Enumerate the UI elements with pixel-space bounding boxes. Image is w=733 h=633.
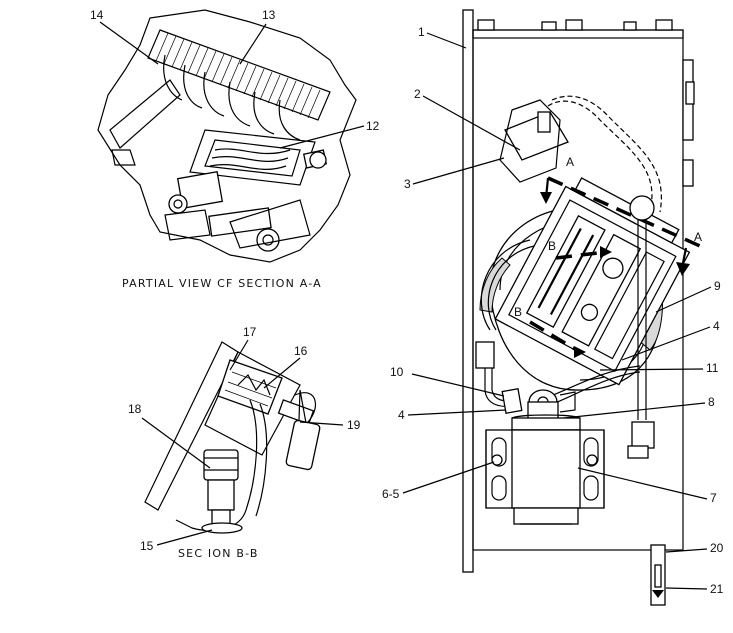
callout-18: 18 [128, 402, 211, 469]
callout-16-label: 16 [294, 344, 308, 358]
section-mark-a-left: A [566, 155, 574, 169]
callout-14: 14 [90, 8, 159, 65]
callout-3: 3 [404, 157, 505, 191]
section-bb-view [144, 341, 321, 534]
partial-view-section-aa [97, 9, 357, 263]
callout-4-left: 4 [398, 408, 507, 422]
callout-17-label: 17 [243, 325, 257, 339]
callout-13-label: 13 [262, 8, 276, 22]
callout-14-label: 14 [90, 8, 104, 22]
callout-21: 21 [665, 582, 724, 596]
callout-1: 1 [418, 25, 467, 49]
callout-12: 12 [279, 119, 380, 149]
callout-9-label: 9 [714, 279, 721, 293]
main-assembly-view [462, 9, 701, 606]
callout-4-right-label: 4 [713, 319, 720, 333]
callout-3-label: 3 [404, 177, 411, 191]
callout-15-label: 15 [140, 539, 154, 553]
section-line-aa [547, 176, 701, 248]
callout-2-label: 2 [414, 87, 421, 101]
callout-8: 8 [563, 395, 715, 419]
callout-20-label: 20 [710, 541, 724, 555]
section-line-bb-2 [529, 320, 581, 354]
callout-11: 11 [599, 361, 719, 375]
callout-2: 2 [414, 87, 521, 151]
callout-9: 9 [655, 279, 721, 313]
callout-10-label: 10 [390, 365, 404, 379]
callout-19-label: 19 [347, 418, 361, 432]
callout-4-left-label: 4 [398, 408, 405, 422]
section-mark-a-right: A [694, 230, 702, 244]
callout-10: 10 [390, 365, 505, 397]
mounting-flange [462, 9, 474, 573]
caption-section-aa: PARTIAL VIEW CF SECTION A-A [122, 277, 322, 290]
fin-stack [147, 29, 331, 141]
callout-17: 17 [229, 325, 257, 371]
section-line-bb [555, 250, 607, 260]
callout-20: 20 [665, 541, 724, 555]
callout-19: 19 [299, 418, 361, 432]
callout-8-label: 8 [708, 395, 715, 409]
caption-section-bb: SEC ION B-B [178, 547, 259, 560]
section-mark-b-top: B [548, 239, 556, 253]
callout-7-label: 7 [710, 491, 717, 505]
callout-12-label: 12 [366, 119, 380, 133]
callout-16: 16 [263, 344, 308, 389]
callout-4-right: 4 [621, 319, 720, 361]
callout-7: 7 [577, 467, 717, 505]
callout-6-5-label: 6-5 [382, 487, 400, 501]
callout-18-label: 18 [128, 402, 142, 416]
section-mark-b-left: B [514, 305, 522, 319]
callout-6-5: 6-5 [382, 461, 495, 501]
callout-13: 13 [239, 8, 276, 65]
callout-11-label: 11 [706, 361, 719, 375]
callout-21-label: 21 [710, 582, 724, 596]
callout-15: 15 [140, 529, 213, 553]
callout-1-label: 1 [418, 25, 425, 39]
